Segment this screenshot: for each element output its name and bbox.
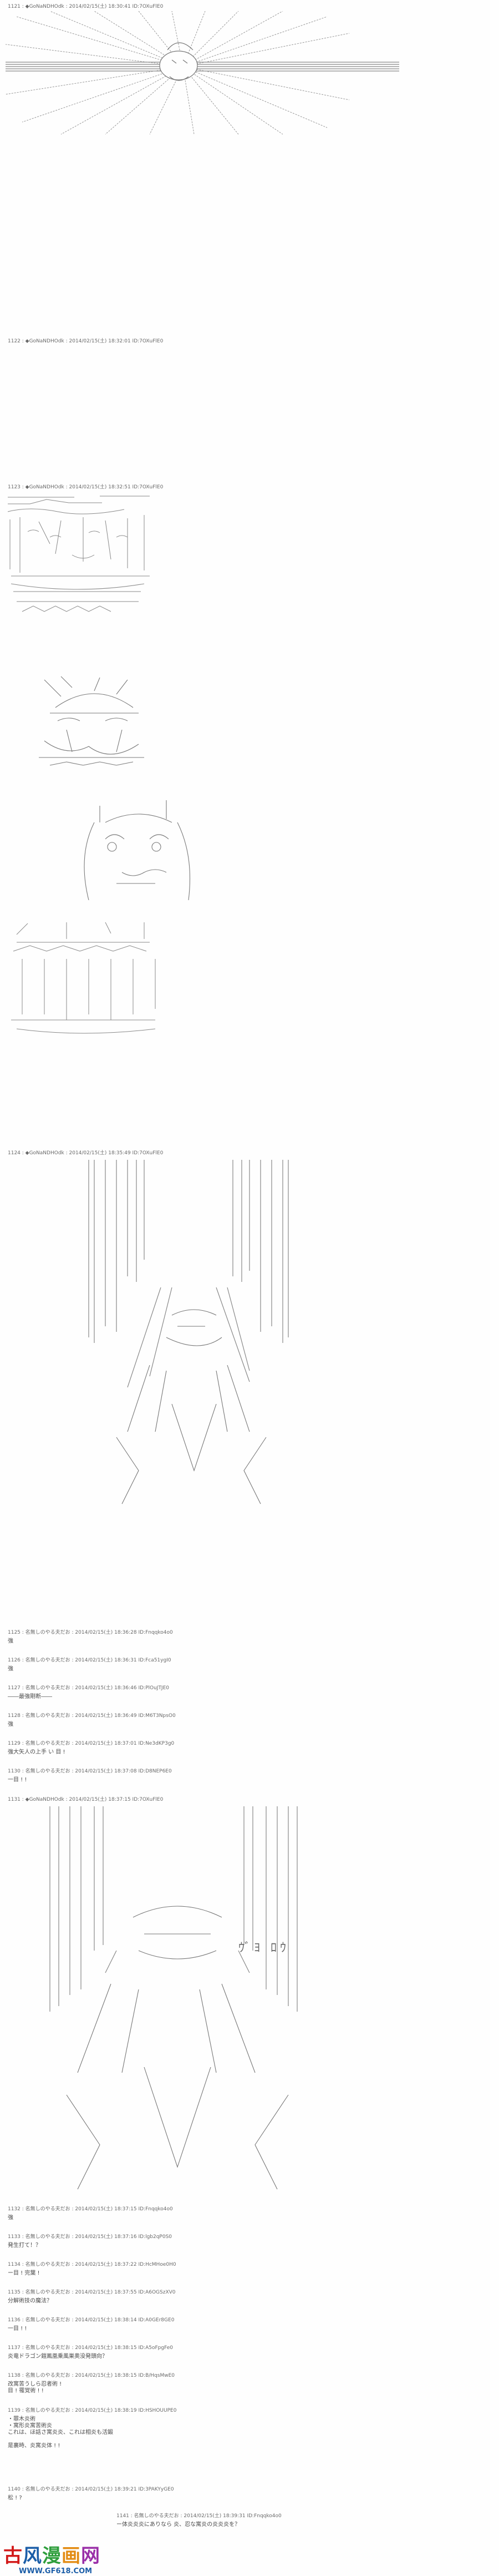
post-body: 分解術技の魔法？ [8,2298,52,2304]
watermark-char: 漫 [42,2545,62,2567]
pillar-fighter-ascii-art [83,1160,299,1515]
group-figures-lines [11,922,156,1034]
post-header: 1135 : 名無しのやる夫だお : 2014/02/15(土) 18:37:5… [8,2290,176,2295]
post-body: 強 [8,1638,13,1644]
watermark-title: 古风漫画网 [3,2545,100,2567]
post-header: 1136 : 名無しのやる夫だお : 2014/02/15(土) 18:38:1… [8,2317,175,2323]
post-header: 1127 : 名無しのやる夫だお : 2014/02/15(土) 18:36:4… [8,1685,170,1691]
shadowed-face-lines [39,676,144,766]
woman-face-lines [84,800,191,901]
fighter-lines [116,1309,267,1504]
watermark-char: 古 [3,2545,23,2567]
post-header: 1122 : ◆GoNaNDHOdk : 2014/02/15(土) 18:32… [8,339,164,344]
post-header: 1130 : 名無しのやる夫だお : 2014/02/15(土) 18:37:0… [8,1769,172,1774]
post-body: 発生打て！？ [8,2242,41,2249]
post-header: 1137 : 名無しのやる夫だお : 2014/02/15(土) 18:38:1… [8,2345,174,2351]
watermark-char: 网 [81,2545,100,2567]
post-header: 1132 : 名無しのやる夫だお : 2014/02/15(土) 18:37:1… [8,2206,173,2212]
pillar-lines [88,1160,289,1388]
post-body: 強 [8,1721,13,1728]
post-header: 1124 : ◆GoNaNDHOdk : 2014/02/15(土) 18:35… [8,1150,164,1156]
closeup-fighter-lines [66,1906,289,2190]
artwork-sound-text: ｳﾞﾖ ﾛｳ [238,1941,289,1955]
post-body: 強大矢人の上手 い 目 ! [8,1749,65,1755]
crowd-art-svg [7,496,150,612]
post-header: 1129 : 名無しのやる夫だお : 2014/02/15(土) 18:37:0… [8,1741,175,1746]
pillar-fighter-svg [88,1160,289,1504]
post-body: 強 [8,2215,13,2221]
post-body: 改寓苦うしら忍者術 ! 目 ! 罹覚術 ! ! [8,2381,62,2394]
post-body: 強 [8,1666,13,1672]
post-body: 一目 ! ! [8,1777,27,1783]
shadowed-face-ascii-art [33,674,155,774]
post-header: 1141 : 名無しのやる夫だお : 2014/02/15(土) 18:39:3… [116,2513,282,2519]
post-header: 1133 : 名無しのやる夫だお : 2014/02/15(土) 18:37:1… [8,2234,172,2240]
central-figure [159,42,198,81]
watermark-char: 风 [23,2545,42,2567]
horizon-lines [6,62,399,72]
post-header: 1126 : 名無しのやる夫だお : 2014/02/15(土) 18:36:3… [8,1658,171,1663]
post-header: 1134 : 名無しのやる夫だお : 2014/02/15(土) 18:37:2… [8,2262,176,2267]
post-header: 1140 : 名無しのやる夫だお : 2014/02/15(土) 18:39:2… [8,2487,174,2492]
woman-face-svg [84,800,191,901]
closeup-pillar-lines [49,1806,298,2012]
post-body: ー体炎炎炎にありなら 炎、忍な寓炎の炎炎炎を？ [116,2522,241,2528]
woman-face-ascii-art [61,800,261,906]
radiant-burst-ascii-art [6,11,405,137]
post-body: ー目 ! 完葉 ! [8,2270,40,2276]
post-header: 1138 : 名無しのやる夫だお : 2014/02/15(土) 18:38:1… [8,2373,175,2378]
post-header: 1128 : 名無しのやる夫だお : 2014/02/15(土) 18:36:4… [8,1713,176,1719]
crowd-panel-rows [7,496,150,612]
shadowed-face-svg [39,676,144,766]
group-figures-svg [11,922,156,1034]
watermark-url: WWW.GF618.COM [19,2567,93,2575]
post-header: 1123 : ◆GoNaNDHOdk : 2014/02/15(土) 18:32… [8,484,164,490]
group-figures-ascii-art [6,920,166,1039]
post-body: ――最強剛断―― [8,1694,52,1700]
post-header: 1139 : 名無しのやる夫だお : 2014/02/15(土) 18:38:1… [8,2408,177,2413]
post-header: 1125 : 名無しのやる夫だお : 2014/02/15(土) 18:36:2… [8,1630,173,1635]
burst-art-svg [6,11,399,135]
post-header: 1121 : ◆GoNaNDHOdk : 2014/02/15(土) 18:30… [8,4,164,9]
post-body: 炎竜ドラゴン鎧鳳凰乗風巣奥没発頭向？ [8,2353,108,2360]
watermark-char: 画 [62,2545,81,2567]
crowd-ascii-art [6,493,172,643]
post-header: 1131 : ◆GoNaNDHOdk : 2014/02/15(土) 18:37… [8,1797,164,1802]
pillar-fighter-closeup-svg [49,1806,298,2190]
pillar-fighter-closeup-ascii-art [33,1806,344,2195]
post-body: ・罪木炎術 ・寓形炎寓苦術炎 これは、ほ話さ寓炎炎、これは相炎も活鍛 是裏時、炎… [8,2416,113,2449]
site-watermark: 古风漫画网 WWW.GF618.COM [0,2545,132,2576]
post-body: 松 ! ? [8,2495,22,2501]
post-body: 一目 ! ! [8,2326,27,2332]
